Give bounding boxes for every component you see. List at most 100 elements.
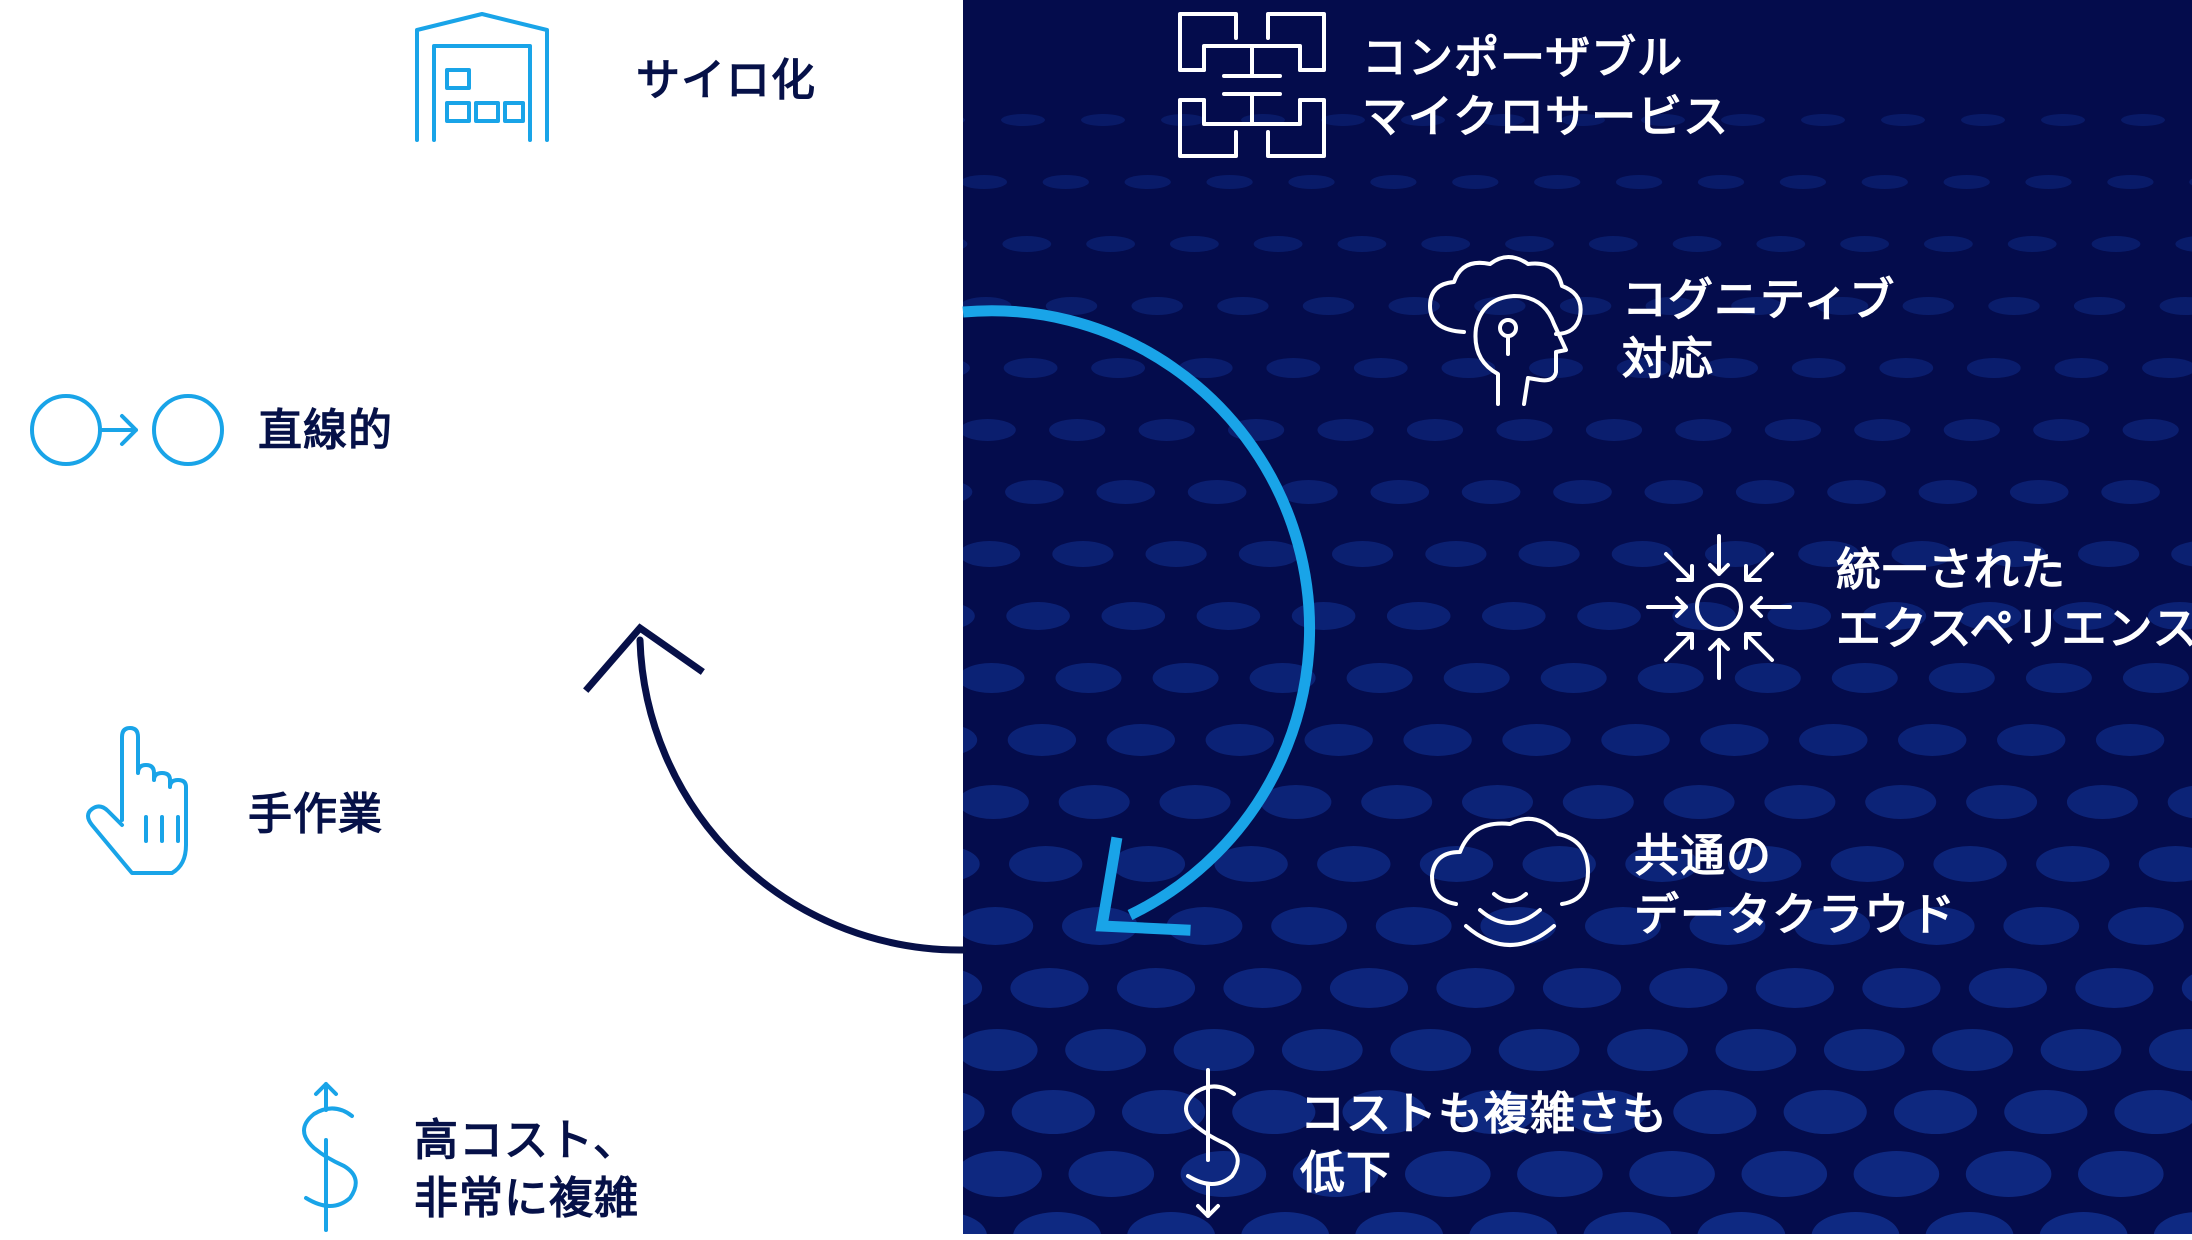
background-dot: [1943, 419, 2000, 441]
background-dot: [1641, 114, 1685, 126]
background-dot: [1370, 480, 1430, 504]
background-dot: [2148, 602, 2192, 630]
background-dot: [1304, 724, 1373, 756]
dollar-up-icon: [302, 1082, 358, 1232]
background-dot: [1881, 114, 1925, 126]
background-dot: [963, 907, 1034, 945]
background-dot: [1346, 663, 1413, 693]
background-dot: [1697, 1212, 1786, 1234]
background-dot: [1721, 114, 1765, 126]
background-dot: [1816, 297, 1869, 315]
background-dot: [1585, 907, 1661, 945]
background-dot: [1502, 724, 1571, 756]
background-dot: [2078, 1151, 2164, 1197]
background-dot: [1637, 663, 1704, 693]
background-dot: [1205, 724, 1274, 756]
background-dot: [1355, 1212, 1444, 1234]
background-dot: [1002, 236, 1052, 252]
background-dot: [1096, 480, 1155, 504]
background-dot: [2040, 1029, 2122, 1071]
background-dot: [1452, 1090, 1536, 1134]
background-dot: [1734, 663, 1801, 693]
background-dot: [1783, 1090, 1867, 1134]
background-dot: [1865, 785, 1937, 819]
background-dot: [1170, 236, 1219, 252]
background-dot: [2175, 236, 2192, 252]
background-dot: [2003, 907, 2080, 945]
background-dot: [1965, 1151, 2052, 1197]
background-dot: [1534, 175, 1581, 189]
background-dot: [2142, 358, 2192, 378]
background-dot: [1764, 785, 1836, 819]
background-dot: [1405, 1151, 1491, 1197]
background-dot: [1563, 1090, 1647, 1134]
background-dot: [2189, 178, 2192, 186]
background-dot: [2107, 175, 2154, 189]
background-dot: [1006, 602, 1070, 630]
background-dot: [2101, 480, 2160, 504]
background-dot: [1281, 1029, 1363, 1071]
background-dot: [1918, 480, 1978, 504]
background-dot: [1830, 846, 1905, 882]
background-dot: [1329, 968, 1409, 1008]
background-dot: [2066, 785, 2138, 819]
background-dot: [1232, 1090, 1316, 1134]
background-dot: [1266, 358, 1321, 378]
background-dot: [1616, 358, 1671, 378]
background-dot: [2075, 968, 2154, 1008]
cognitive-head-icon: [1428, 255, 1583, 406]
background-dot: [1831, 663, 1898, 693]
background-dot: [1124, 175, 1171, 189]
background-dot: [1961, 114, 2005, 126]
background-dot: [1138, 419, 1195, 441]
background-dot: [1091, 358, 1145, 378]
label-line: コグニティブ: [1622, 273, 1896, 326]
background-dot: [1249, 663, 1316, 693]
background-dot: [1794, 907, 1870, 945]
background-dot: [1663, 785, 1735, 819]
background-dot: [1206, 175, 1253, 189]
background-dot: [1159, 785, 1231, 819]
background-dot: [2171, 541, 2192, 567]
background-dot: [963, 239, 968, 249]
background-dot: [1968, 968, 2047, 1008]
background-dot: [1271, 907, 1347, 945]
background-dot: [1924, 236, 1973, 252]
background-dot: [1228, 419, 1285, 441]
background-dot: [963, 419, 1016, 441]
background-dot: [1361, 785, 1433, 819]
background-dot: [1517, 1151, 1603, 1197]
background-dot: [1049, 419, 1106, 441]
background-dot: [1988, 297, 2040, 315]
background-dot: [1062, 907, 1138, 945]
background-dot: [1741, 1151, 1828, 1197]
background-dot: [1672, 236, 1722, 252]
background-dot: [1561, 114, 1605, 126]
background-dot: [1461, 480, 1521, 504]
background-dot: [1401, 114, 1445, 126]
background-dot: [1173, 1029, 1255, 1071]
background-dot: [2078, 541, 2140, 567]
background-dot: [1005, 480, 1064, 504]
background-dot: [1469, 1212, 1558, 1234]
background-dot: [1279, 480, 1338, 504]
background-dot: [1799, 724, 1868, 756]
background-dot: [1388, 297, 1440, 315]
background-dot: [1540, 663, 1607, 693]
background-dot: [1288, 175, 1335, 189]
background-dot: [963, 483, 973, 501]
background-dot: [1607, 1029, 1688, 1071]
background-dot: [1928, 663, 1995, 693]
background-dot: [1840, 236, 1889, 252]
background-dot: [1553, 480, 1612, 504]
background-dot: [1611, 541, 1673, 567]
background-dot: [1779, 175, 1827, 189]
background-dot: [1700, 724, 1769, 756]
background-dot: [1518, 541, 1580, 567]
label-line: 対応: [1622, 332, 1715, 386]
background-dot: [963, 970, 983, 1006]
background-dot: [1010, 968, 1089, 1008]
background-dot: [1196, 602, 1261, 630]
dollar-down-icon: [1184, 1068, 1240, 1218]
label-line: 低下: [1300, 1146, 1393, 1200]
